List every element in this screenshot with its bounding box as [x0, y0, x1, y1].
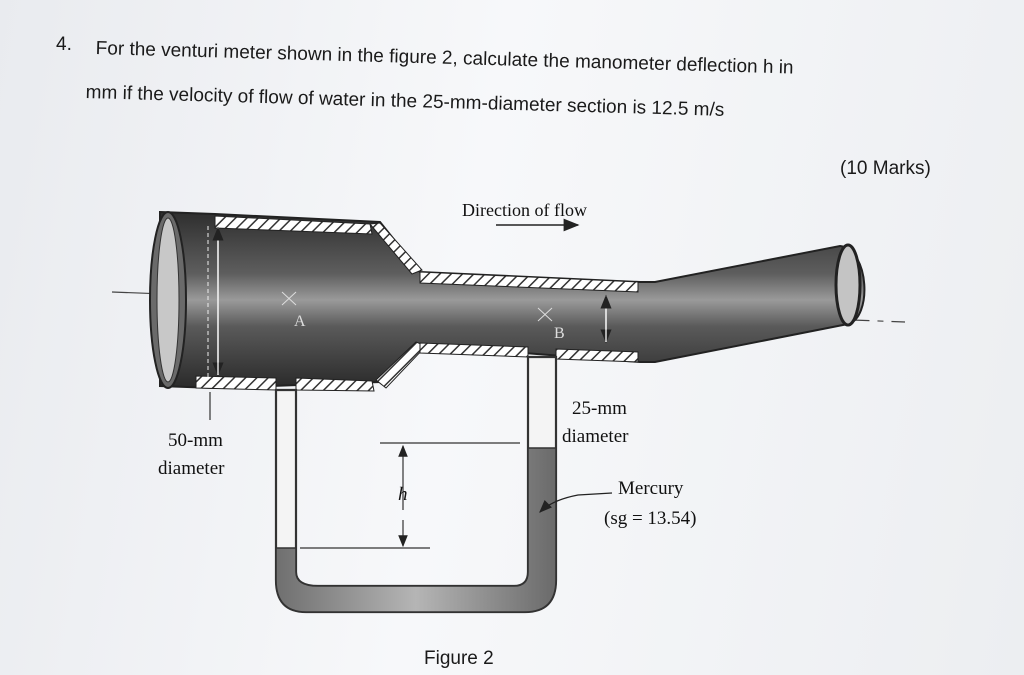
- venturi-pipe-body: [159, 210, 866, 390]
- small-diameter-label-2: diameter: [562, 426, 629, 447]
- pipe-outlet-opening: [834, 243, 862, 327]
- mercury-column: [275, 447, 557, 613]
- mercury-label-1: Mercury: [618, 478, 684, 499]
- question-marks: (10 Marks): [840, 158, 931, 179]
- point-b-label: B: [554, 325, 565, 342]
- pipe-wall-bottom-throat-2: [555, 348, 639, 363]
- large-diameter-label-2: diameter: [158, 458, 225, 479]
- small-diameter-label-1: 25-mm: [572, 398, 627, 419]
- figure-caption: Figure 2: [424, 648, 494, 669]
- question-number: 4.: [56, 34, 72, 55]
- pipe-wall-top-throat: [419, 271, 639, 293]
- direction-of-flow-label: Direction of flow: [462, 200, 587, 220]
- pipe-wall-bottom-large: [195, 375, 277, 391]
- large-diameter-label-1: 50-mm: [168, 430, 223, 451]
- mercury-label-2: (sg = 13.54): [604, 508, 697, 529]
- pipe-wall-bottom-large-2: [295, 377, 375, 392]
- point-a-label: A: [294, 313, 306, 330]
- pipe-wall-top-large: [214, 215, 373, 235]
- deflection-h-label: h: [398, 484, 408, 505]
- manometer-u-tube: [274, 355, 558, 614]
- pipe-wall-top-taper: [369, 222, 423, 275]
